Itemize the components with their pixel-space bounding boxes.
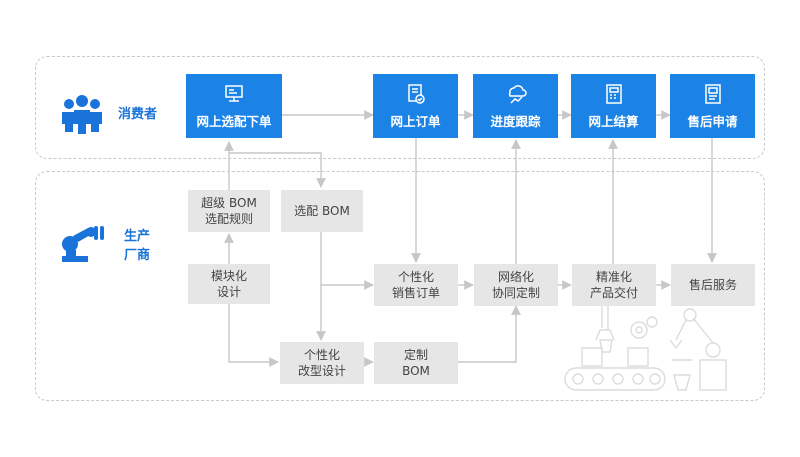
step-online-settlement[interactable]: 网上结算 xyxy=(571,74,656,138)
node-precise-delivery[interactable]: 精准化 产品交付 xyxy=(572,264,656,306)
robot-arm-icon xyxy=(62,226,104,262)
node-after-service[interactable]: 售后服务 xyxy=(671,264,755,306)
calculator-icon xyxy=(605,83,622,104)
step-online-order[interactable]: 网上订单 xyxy=(373,74,458,138)
node-select-bom[interactable]: 选配 BOM xyxy=(281,190,363,232)
manufacturer-panel xyxy=(35,171,765,401)
computer-order-icon xyxy=(225,84,243,102)
factory-illustration xyxy=(564,306,727,391)
step-label: 售后申请 xyxy=(687,113,738,129)
step-label: 网上选配下单 xyxy=(196,113,272,129)
node-personal-sales-order[interactable]: 个性化 销售订单 xyxy=(374,264,458,306)
consumer-panel xyxy=(35,56,765,159)
node-custom-bom[interactable]: 定制 BOM xyxy=(374,342,458,384)
step-label: 网上订单 xyxy=(390,113,441,129)
consumer-label: 消费者 xyxy=(118,107,158,122)
people-group-icon xyxy=(62,95,102,134)
arrow-module-to-personal-design xyxy=(228,304,279,367)
node-module-design[interactable]: 模块化 设计 xyxy=(188,264,270,304)
step-label: 进度跟踪 xyxy=(490,113,541,129)
manufacturer-group: 生产 厂商 xyxy=(58,224,168,268)
form-icon xyxy=(704,83,721,104)
step-after-sales-apply[interactable]: 售后申请 xyxy=(670,74,755,138)
arrow-selectbom-to-personal-order xyxy=(320,232,374,290)
arrow-custombom-to-network xyxy=(458,305,521,363)
document-check-icon xyxy=(407,83,425,104)
arrow-order-to-selectbom xyxy=(229,152,326,188)
node-super-bom[interactable]: 超级 BOM 选配规则 xyxy=(188,190,270,232)
cloud-chart-icon xyxy=(508,84,527,104)
step-label: 网上结算 xyxy=(588,113,639,129)
step-online-select-order[interactable]: 网上选配下单 xyxy=(186,74,282,138)
node-network-custom[interactable]: 网络化 协同定制 xyxy=(474,264,558,306)
step-progress-tracking[interactable]: 进度跟踪 xyxy=(473,74,558,138)
manufacturer-label: 生产 厂商 xyxy=(124,229,151,263)
consumer-group: 消费者 xyxy=(58,94,168,138)
node-personal-design[interactable]: 个性化 改型设计 xyxy=(280,342,364,384)
